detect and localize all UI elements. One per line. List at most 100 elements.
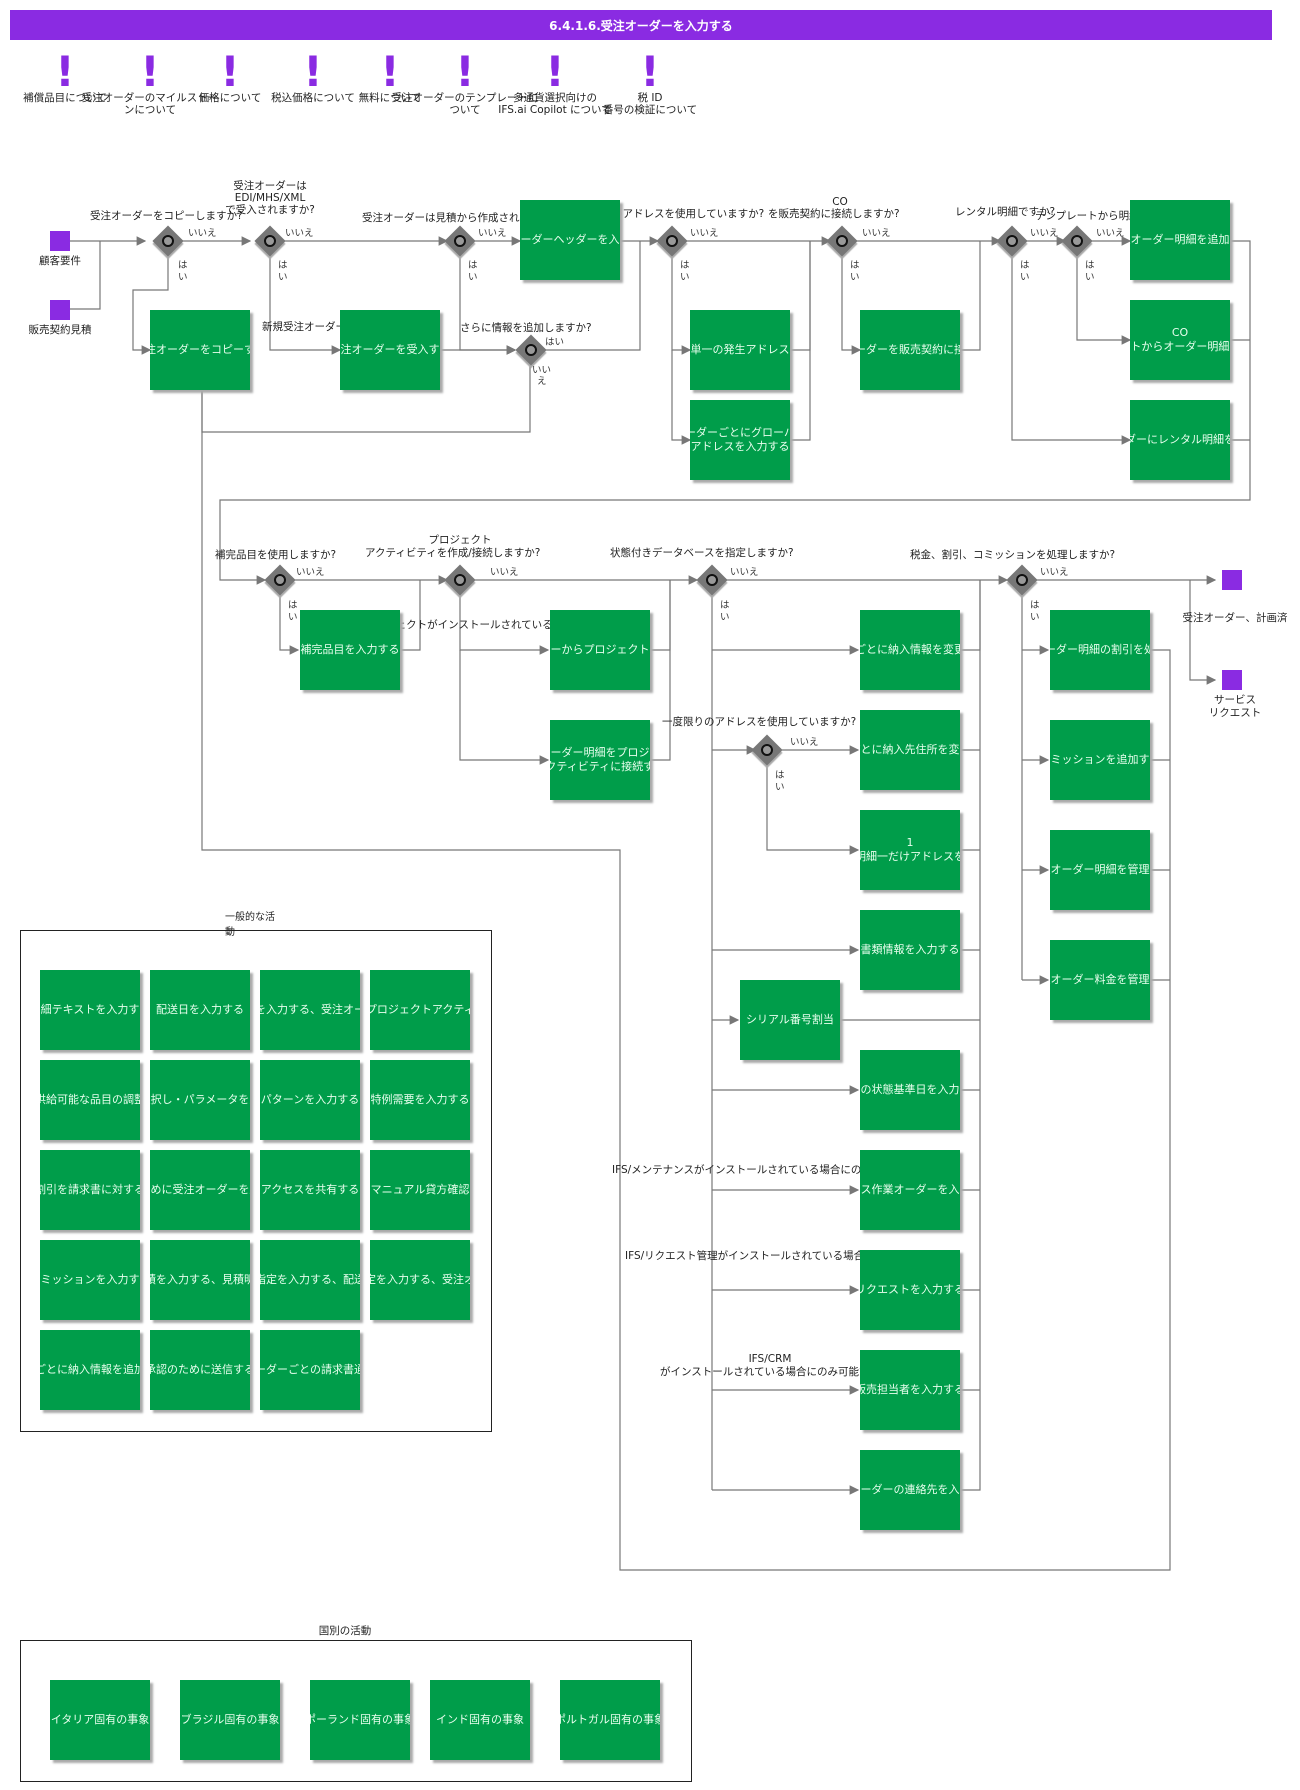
general-activity[interactable]: パターンを入力する: [260, 1060, 360, 1140]
topic-link[interactable]: ! 多通貨選択向けの IFS.ai Copilot について: [480, 51, 630, 117]
gateway-question: さらに情報を追加しますか?: [460, 322, 592, 334]
activity-one-time-address[interactable]: 1回限りの明細一だけアドレスを入力する: [860, 810, 960, 890]
answer-label: い: [468, 272, 478, 283]
answer-label: いいえ: [490, 567, 519, 578]
gateway-question: 受注オーダーは見積から作成されますか?: [362, 212, 557, 224]
activity-connect-project[interactable]: 受注オーダー明細をプロジェクトアクティビティに接続する: [550, 720, 650, 800]
answer-label: いいえ: [1040, 567, 1069, 578]
activity-tax-lines[interactable]: 受注オーダー明細を管理する: [1050, 830, 1150, 910]
activity-enter-header[interactable]: 受注オーダーヘッダーを入力する: [520, 200, 620, 280]
answer-label: は: [1085, 260, 1095, 271]
general-activity[interactable]: 明細テキストを入力する: [40, 970, 140, 1050]
general-activity[interactable]: 見積を入力する、見積明細: [150, 1240, 250, 1320]
general-activity[interactable]: 承認のために送信する: [150, 1330, 250, 1410]
activity-contact[interactable]: 受注オーダーの連絡先を入力する: [860, 1450, 960, 1530]
activity-service-wo[interactable]: サービス作業オーダーを入力する: [860, 1150, 960, 1230]
gateway-question: で受入されますか?: [225, 204, 315, 216]
general-activity[interactable]: 配送日を入力する: [150, 970, 250, 1050]
general-activity[interactable]: 供給可能な品目の調整: [40, 1060, 140, 1140]
activity-copy-co[interactable]: 受注オーダーをコピーする: [150, 310, 250, 390]
general-activity[interactable]: 受注オーダー明細をプロジェクトアクティビティから切断する: [370, 970, 470, 1050]
gateway-question: を販売契約に接続しますか?: [768, 208, 900, 220]
start-event-label: 顧客要件: [39, 255, 81, 267]
general-activity[interactable]: マニュアル貸方確認: [370, 1150, 470, 1230]
topic-link[interactable]: ! 価格について: [180, 51, 280, 105]
answer-label: い: [1085, 272, 1095, 283]
answer-label: い: [1020, 272, 1030, 283]
answer-label: いいえ: [730, 567, 759, 578]
activity-single-address[interactable]: オーダーに単一の発生アドレスを入力する: [690, 310, 790, 390]
exclamation-icon: !: [303, 47, 323, 96]
activity-complement[interactable]: 補完品目を入力する: [300, 610, 400, 690]
exclamation-icon: !: [55, 47, 75, 96]
gateway-question: 税金、割引、コミッションを処理しますか?: [910, 549, 1116, 561]
country-activity[interactable]: インド固有の事象: [430, 1680, 530, 1760]
answer-label: は: [178, 260, 188, 271]
topic-link[interactable]: ! 税 ID 番号の検証について: [590, 47, 710, 117]
activity-serial[interactable]: シリアル番号割当: [740, 980, 840, 1060]
exclamation-icon: !: [640, 47, 660, 96]
activity-template-lines[interactable]: COテンプレートからオーダー明細を追加する: [1130, 300, 1230, 380]
topic-label: 税込価格について: [271, 92, 355, 104]
answer-label: は: [288, 600, 298, 611]
activity-change-delivery[interactable]: 明細ごとに納入情報を変更する: [860, 610, 960, 690]
general-activity[interactable]: 構成を選択し・パラメータを入力する: [150, 1060, 250, 1140]
country-activity[interactable]: イタリア固有の事象: [50, 1680, 150, 1760]
gateway-question: 受注オーダーをコピーしますか?: [90, 210, 243, 222]
activity-rental-lines[interactable]: 受注オーダーにレンタル明細を追加する: [1130, 400, 1230, 480]
answer-label: い: [288, 612, 298, 623]
activity-add-lines[interactable]: 受注オーダー明細を追加する: [1130, 200, 1230, 280]
answer-label: いいえ: [478, 228, 507, 239]
gateway-question: アクティビティを作成/接続しますか?: [365, 547, 541, 559]
activity-request[interactable]: リクエストを入力する: [860, 1250, 960, 1330]
answer-label: いいえ: [1030, 228, 1059, 239]
general-activity[interactable]: 配送指定を入力する、受注オーダー明細: [260, 970, 360, 1050]
topic-label: 税 ID: [637, 92, 663, 104]
topic-link[interactable]: ! 受注オーダーのテンプレートについて: [390, 51, 540, 117]
answer-label: は: [720, 600, 730, 611]
general-activity[interactable]: 配送指定を入力する、受注オーダー: [370, 1240, 470, 1320]
activity-charges[interactable]: 受注オーダー料金を管理する: [1050, 940, 1150, 1020]
answer-label: は: [468, 260, 478, 271]
topic-link[interactable]: ! 無料について: [345, 51, 435, 105]
general-activity[interactable]: 配送指定を入力する、配送指定: [260, 1240, 360, 1320]
general-activity[interactable]: 割引を請求書に対する: [40, 1150, 140, 1230]
start-event: [50, 300, 70, 320]
activity-sales-rep[interactable]: 販売担当者を入力する: [860, 1350, 960, 1430]
page-title: 6.4.1.6.受注オーダーを入力する: [10, 10, 1272, 40]
topic-link[interactable]: ! 補償品目について: [15, 47, 115, 105]
exclamation-icon: !: [140, 47, 160, 96]
topic-link[interactable]: ! 受注オーダーのマイルストーンについて: [80, 47, 220, 117]
end-event-label: リクエスト: [1208, 707, 1262, 719]
activity-state-date[interactable]: 明細の状態基準日を入力する: [860, 1050, 960, 1130]
country-activity[interactable]: ポルトガル固有の事象: [560, 1680, 660, 1760]
activity-create-project[interactable]: 受注オーダーからプロジェクトを作成する: [550, 610, 650, 690]
general-activity[interactable]: コミッションを入力する: [40, 1240, 140, 1320]
activity-change-address[interactable]: 明細ごとに納入先住所を変更する: [860, 710, 960, 790]
answer-label: は: [775, 770, 785, 781]
general-activity[interactable]: アクセスを共有する: [260, 1150, 360, 1230]
note: IFS/CRM: [748, 1353, 792, 1365]
general-activity[interactable]: 特例需要を入力する: [370, 1060, 470, 1140]
answer-label: は: [1020, 260, 1030, 271]
topic-link[interactable]: ! 税込価格について: [258, 47, 368, 105]
country-activity[interactable]: ブラジル固有の事象: [180, 1680, 280, 1760]
activity-global-address[interactable]: オーダーごとにグローバルアドレスを入力する: [690, 400, 790, 480]
country-activity[interactable]: ポーランド固有の事象: [310, 1680, 410, 1760]
activity-commission[interactable]: コミッションを追加する: [1050, 720, 1150, 800]
activity-document-info[interactable]: 書類情報を入力する: [860, 910, 960, 990]
general-activity[interactable]: 承認のために受注オーダーを送信する: [150, 1150, 250, 1230]
general-activity[interactable]: 明細ごとに納入情報を追加する: [40, 1330, 140, 1410]
general-activity[interactable]: オーダーごとの請求書通貨: [260, 1330, 360, 1410]
gateway-question: 状態付きデータベースを指定しますか?: [610, 547, 794, 559]
answer-label: はい: [545, 337, 565, 348]
answer-label: は: [1030, 600, 1040, 611]
topic-label: 補償品目について: [23, 92, 107, 104]
activity-connect-contract[interactable]: 受注オーダーを販売契約に接続する: [860, 310, 960, 390]
activity-discount[interactable]: 受注オーダー明細の割引を処理する: [1050, 610, 1150, 690]
topic-label: 無料について: [358, 92, 422, 104]
answer-label: いいえ: [690, 228, 719, 239]
activity-receive-co[interactable]: 受注オーダーを受入する: [340, 310, 440, 390]
topic-label-2: 番号の検証について: [602, 104, 698, 116]
